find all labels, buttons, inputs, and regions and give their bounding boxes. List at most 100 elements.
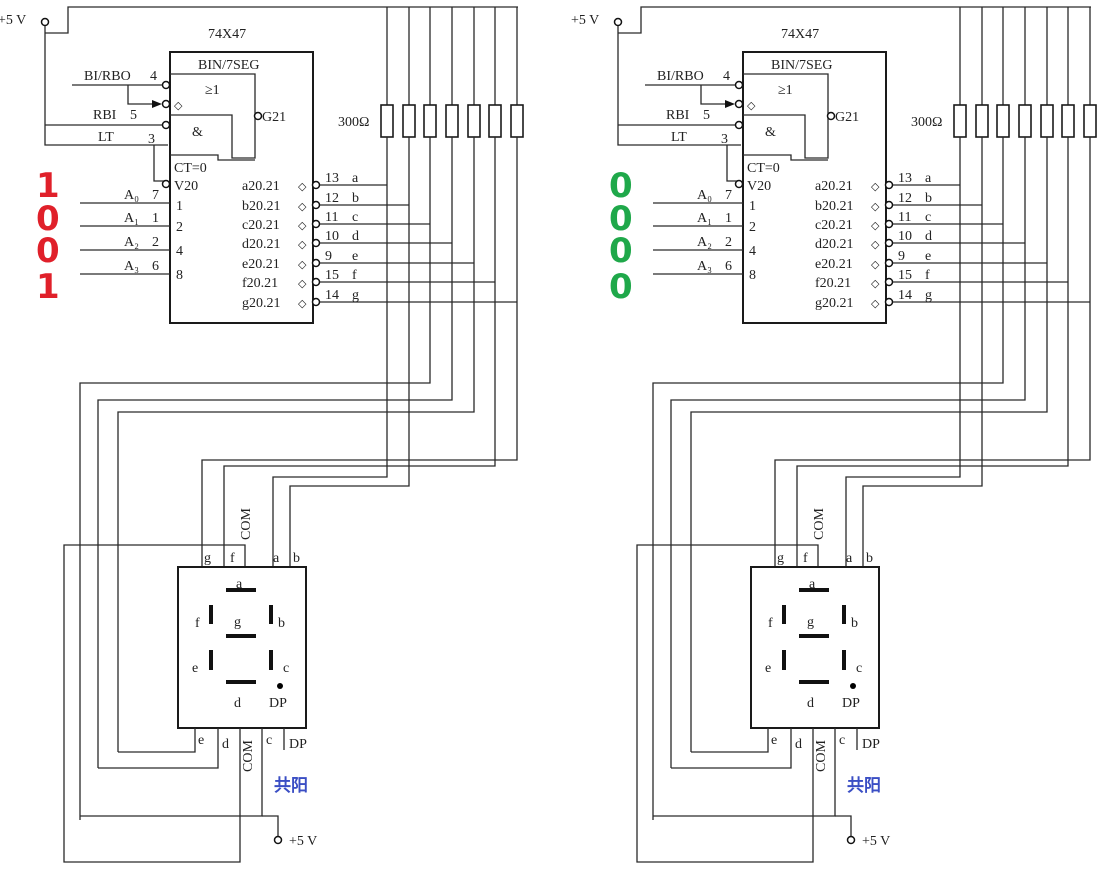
output-seg: g <box>925 288 932 303</box>
pin-e: e <box>198 733 204 748</box>
output-bubble <box>311 180 321 190</box>
output-pin: 14 <box>898 288 912 303</box>
output-pin: 15 <box>325 268 339 283</box>
g21-label: G21 <box>262 110 286 125</box>
output-func: d20.21 <box>242 237 281 252</box>
resistor-5 <box>1061 104 1075 138</box>
output-func: e20.21 <box>242 257 280 272</box>
seg-label-f: f <box>768 616 773 631</box>
pin-dp: DP <box>289 737 307 752</box>
output-func: g20.21 <box>242 296 281 311</box>
output-pin: 11 <box>325 210 338 225</box>
output-bubble <box>884 277 894 287</box>
seg-label-g: g <box>234 615 241 630</box>
inversion-bubble <box>161 179 171 189</box>
ct0-label: CT=0 <box>747 161 780 176</box>
output-pin: 10 <box>325 229 339 244</box>
arrow-icon <box>725 100 735 108</box>
output-func: a20.21 <box>815 179 853 194</box>
pin-5: 5 <box>130 108 137 123</box>
resistor-1 <box>975 104 989 138</box>
inversion-bubble <box>734 179 744 189</box>
output-func: a20.21 <box>242 179 280 194</box>
route-a <box>845 137 961 566</box>
pin-c-wire <box>653 728 836 817</box>
route-e-outer <box>117 137 475 752</box>
pin-g: g <box>204 551 211 566</box>
lt-to-v20 <box>726 145 737 182</box>
bi-rbo-label: BI/RBO <box>84 69 131 84</box>
pin-b: b <box>293 551 300 566</box>
input-name: A₂ <box>697 235 712 250</box>
output-seg: d <box>352 229 359 244</box>
output-func: b20.21 <box>242 199 281 214</box>
input-pin: 7 <box>725 188 732 203</box>
output-seg: f <box>925 268 930 283</box>
route-f <box>796 137 1069 566</box>
resistor-label: 300Ω <box>338 115 369 130</box>
common-anode-label: 共阳 <box>847 776 881 796</box>
lt-to-v20 <box>153 145 164 182</box>
seven-seg-display <box>177 566 307 729</box>
input-weight: 1 <box>176 199 183 214</box>
decimal-point <box>850 683 856 689</box>
input-name: A₃ <box>697 259 712 274</box>
lt-supply-wire <box>44 26 168 146</box>
supply-terminal <box>40 17 50 27</box>
or-gate-symbol: ≥1 <box>778 83 793 98</box>
output-func: c20.21 <box>815 218 853 233</box>
output-func: c20.21 <box>242 218 280 233</box>
input-name: A₃ <box>124 259 139 274</box>
input-pin: 1 <box>725 211 732 226</box>
pin-4: 4 <box>723 69 730 84</box>
tri-state-icon: ◇ <box>298 181 307 193</box>
input-name: A₁ <box>124 211 139 226</box>
resistor-6 <box>1083 104 1097 138</box>
output-bubble <box>311 258 321 268</box>
chip-name: 74X47 <box>781 27 819 42</box>
pin-e: e <box>771 733 777 748</box>
input-pin: 6 <box>725 259 732 274</box>
output-seg: b <box>925 191 932 206</box>
input-bit-3: 0 <box>609 267 633 307</box>
input-weight: 2 <box>176 220 183 235</box>
top-supply-bus <box>45 6 518 34</box>
output-pin: 15 <box>898 268 912 283</box>
rbi-label: RBI <box>666 108 690 123</box>
output-bubble <box>884 200 894 210</box>
com-label-top: COM <box>239 508 254 540</box>
com-loop <box>636 544 819 863</box>
com-supply-wire <box>835 815 852 836</box>
inversion-bubble <box>161 80 171 90</box>
input-pin: 7 <box>152 188 159 203</box>
pin-e-wire <box>118 728 196 753</box>
output-pin: 12 <box>898 191 912 206</box>
resistor-3 <box>1018 104 1032 138</box>
resistor-2 <box>996 104 1010 138</box>
tri-state-icon: ◇ <box>871 201 880 213</box>
pin-a: a <box>846 551 853 566</box>
pin-c: c <box>266 733 272 748</box>
output-pin: 9 <box>898 249 905 264</box>
tri-state-icon: ◇ <box>298 239 307 251</box>
output-seg: a <box>352 171 359 186</box>
route-a <box>272 137 388 566</box>
output-seg: g <box>352 288 359 303</box>
input-bit-2: 0 <box>609 231 633 271</box>
inversion-bubble <box>734 99 744 109</box>
output-func: e20.21 <box>815 257 853 272</box>
resistor-0 <box>953 104 967 138</box>
seg-label-e: e <box>192 661 198 676</box>
tri-state-icon: ◇ <box>298 220 307 232</box>
resistor-4 <box>467 104 481 138</box>
rbo-feedback <box>127 85 158 105</box>
output-pin: 13 <box>325 171 339 186</box>
output-seg: d <box>925 229 932 244</box>
output-seg: e <box>352 249 358 264</box>
pin-4: 4 <box>150 69 157 84</box>
seg-label-g: g <box>807 615 814 630</box>
resistor-5 <box>488 104 502 138</box>
route-c <box>79 137 431 820</box>
input-name: A₀ <box>124 188 139 203</box>
